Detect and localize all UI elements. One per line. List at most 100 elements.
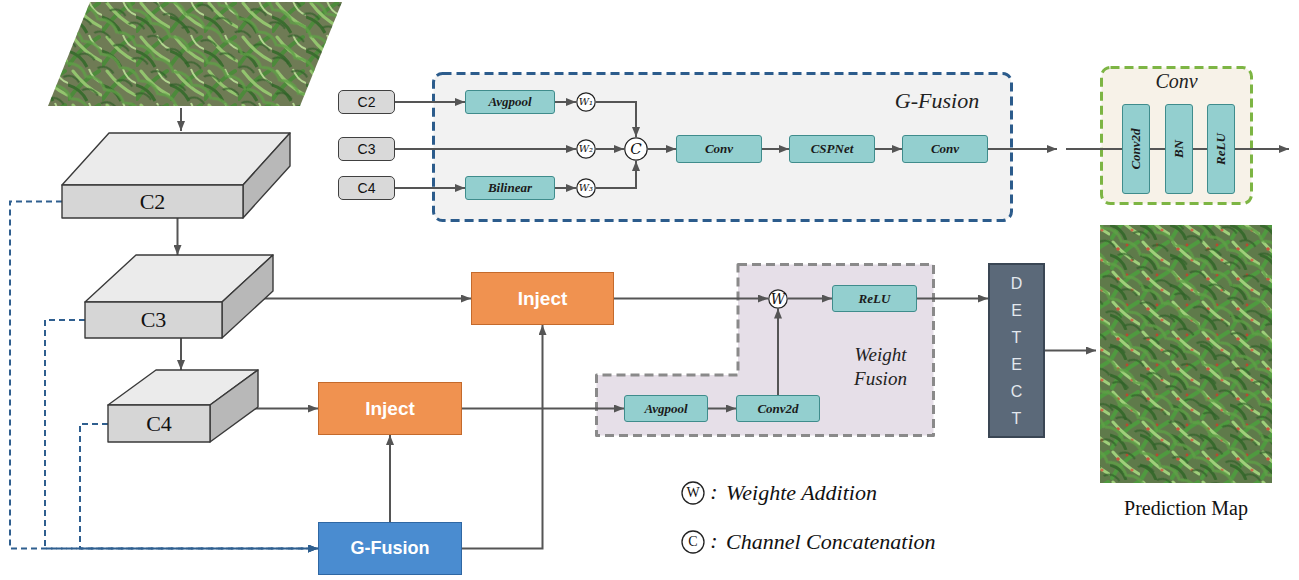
detect-arrow xyxy=(1045,350,1096,352)
label-holder: : xyxy=(706,477,722,507)
node-label: Inject xyxy=(518,288,568,310)
slab-outline xyxy=(62,133,290,218)
conv-in-line xyxy=(1066,148,1122,150)
flow-arrow xyxy=(237,408,318,410)
flow-arrow xyxy=(596,102,636,137)
input-feature-box: C4 xyxy=(338,176,395,200)
module-region: Avgpool Conv2d W ReLU Weight Fusion xyxy=(595,263,935,437)
flow-arrow xyxy=(555,101,576,103)
node-label: Avgpool xyxy=(488,94,531,110)
layer-box: Conv2d xyxy=(736,395,820,422)
module-panel: AvgpoolBilinearW₁W₂W₃CConvCSPNetConvG-Fu… xyxy=(432,72,1013,222)
node-label: Avgpool xyxy=(644,397,687,421)
legend-row: Weighte Addition xyxy=(726,477,877,509)
flow-arrow xyxy=(250,298,471,300)
label-holder: C xyxy=(682,531,704,553)
operator-circle-shape xyxy=(577,93,595,111)
node-label: C2 xyxy=(62,185,243,218)
detect-head: DETECT xyxy=(988,263,1045,438)
slab-face xyxy=(108,405,210,442)
node-label: W₁ xyxy=(579,97,593,107)
input-arrow xyxy=(180,108,182,131)
flow-arrow xyxy=(389,435,391,522)
node-label: CSPNet xyxy=(811,141,854,157)
legend-text: Weighte Addition xyxy=(726,477,877,509)
flow-arrow xyxy=(648,148,676,150)
prediction-image xyxy=(1100,225,1272,483)
layer-box: Avgpool xyxy=(624,395,708,422)
flow-arrow xyxy=(180,338,182,370)
node-label: ReLU xyxy=(859,287,891,311)
legend-symbol xyxy=(682,531,704,553)
flow-arrow xyxy=(875,148,902,150)
field-image-texture xyxy=(48,2,342,106)
flow-arrow xyxy=(614,298,768,300)
flow-arrow xyxy=(1193,148,1207,150)
node-label: BN xyxy=(1171,140,1187,158)
node-label: W xyxy=(771,292,785,306)
layer-box: Conv2d xyxy=(1122,104,1150,194)
feature-map-slab: C4 xyxy=(108,370,258,442)
image-caption: Prediction Map xyxy=(1100,494,1272,522)
output-arrow xyxy=(988,148,1057,150)
operator-circle-shape xyxy=(625,138,647,160)
slab-face xyxy=(62,185,243,218)
node-label: Conv2d xyxy=(757,397,798,421)
legend-separator: : xyxy=(706,477,722,507)
skip-connection xyxy=(80,424,318,549)
flow-arrow xyxy=(462,408,624,410)
legend-text: Channel Concatenation xyxy=(726,526,936,558)
node-label: Inject xyxy=(365,398,415,420)
node-label: C3 xyxy=(358,141,376,157)
flow-arrow xyxy=(395,187,465,189)
layer-box: ReLU xyxy=(1207,104,1235,194)
flow-arrow xyxy=(177,218,179,255)
node-label: W₂ xyxy=(579,144,593,154)
flow-arrow xyxy=(1150,148,1165,150)
operator-circle-shape xyxy=(769,289,787,307)
flow-arrow xyxy=(762,148,789,150)
flow-arrow xyxy=(596,161,636,188)
node-label: G-Fusion xyxy=(351,538,430,559)
feature-map-slab: C2 xyxy=(62,133,290,218)
legend-separator: : xyxy=(706,526,722,556)
layer-box: CSPNet xyxy=(789,135,875,163)
flow-arrow xyxy=(555,187,576,189)
node-label: DETECT xyxy=(1009,270,1025,432)
conv-out-arrow xyxy=(1235,148,1289,150)
node-label: C2 xyxy=(358,94,376,110)
node-label: Bilinear xyxy=(488,180,532,196)
input-feature-box: C3 xyxy=(338,137,395,161)
flow-arrow xyxy=(788,298,832,300)
label-holder: W xyxy=(682,482,704,504)
slab-face xyxy=(85,302,222,338)
node-label: C xyxy=(630,142,641,157)
operator-circle: W₃ xyxy=(576,178,596,198)
slab-face xyxy=(243,133,290,218)
layer-box: ReLU xyxy=(832,285,917,312)
slab-outline xyxy=(85,255,273,338)
flow-arrow xyxy=(462,325,543,549)
panel-title: Conv xyxy=(1100,70,1253,93)
node-label: ReLU xyxy=(1213,133,1229,165)
field-image xyxy=(48,2,342,106)
slab-face xyxy=(222,255,273,338)
operator-circle-shape xyxy=(577,179,595,197)
layer-box: Avgpool xyxy=(465,90,555,114)
panel-border xyxy=(434,74,1012,221)
operator-circle-shape xyxy=(577,140,595,158)
flow-arrow xyxy=(395,148,576,150)
panel-title: Weight Fusion xyxy=(833,343,928,391)
layer-box: BN xyxy=(1165,104,1193,194)
node-label: W₃ xyxy=(579,183,593,193)
slab-outline xyxy=(108,370,258,442)
node-label: C4 xyxy=(358,180,376,196)
inject-box: Inject xyxy=(471,272,614,325)
inject-box: Inject xyxy=(318,382,462,435)
legend-symbol-letter: C xyxy=(682,531,704,553)
node-label: Conv2d xyxy=(1128,128,1144,169)
layer-box: Conv xyxy=(902,135,988,163)
node-label: Conv xyxy=(705,141,733,157)
